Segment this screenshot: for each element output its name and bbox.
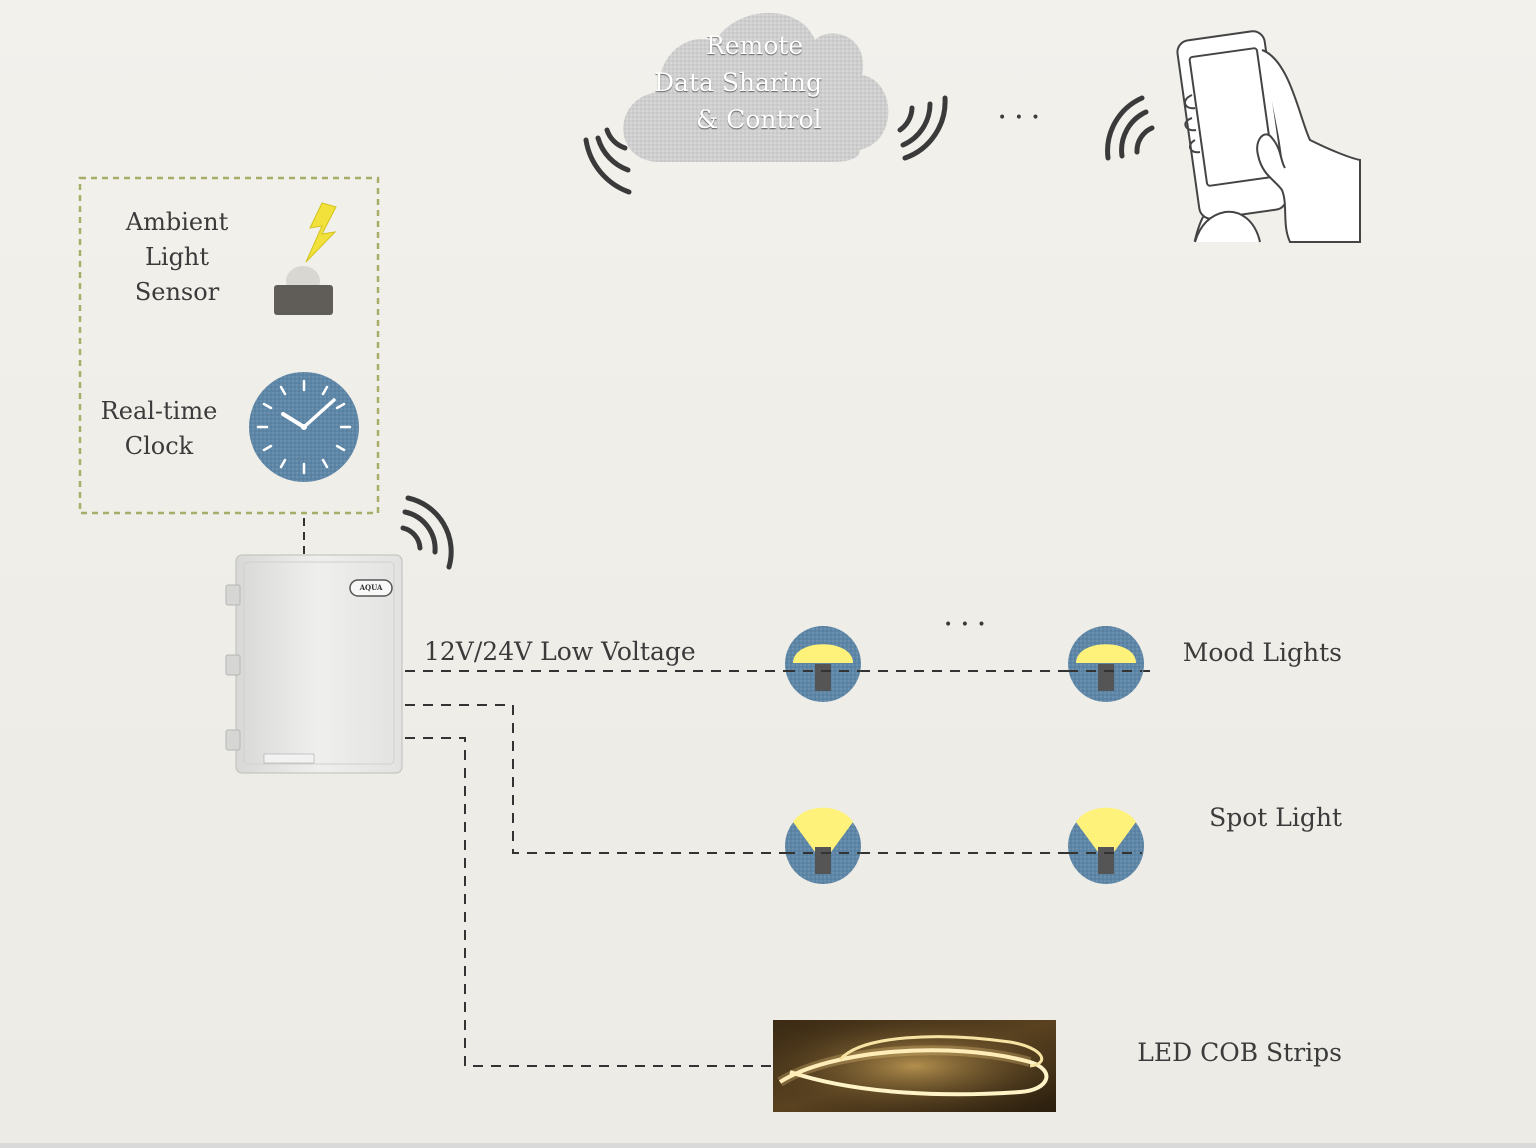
ambient-label-line1: Ambient xyxy=(125,208,229,236)
real-time-clock-label: Real-time Clock xyxy=(94,394,224,464)
cloud-label-line2: Data Sharing xyxy=(654,68,823,97)
mood-light-icon xyxy=(1068,626,1144,702)
clock-label-line2: Clock xyxy=(124,432,194,460)
cloud-label-line3: & Control xyxy=(696,105,822,134)
led-strip-icon xyxy=(773,1020,1056,1112)
voltage-label: 12V/24V Low Voltage xyxy=(424,637,696,666)
ellipsis-top: • • • xyxy=(998,110,1042,126)
wifi-waves-icon xyxy=(1105,95,1155,161)
clock-label-line1: Real-time xyxy=(100,397,218,425)
sensor-group-box xyxy=(78,176,380,515)
ambient-light-sensor-label: Ambient Light Sensor xyxy=(112,205,242,310)
clock-icon xyxy=(249,372,359,482)
ambient-label-line2: Light xyxy=(144,243,210,271)
smartphone-hand-icon xyxy=(1176,30,1361,243)
ellipsis-mood: • • • xyxy=(944,617,988,633)
ambient-label-line3: Sensor xyxy=(134,278,220,306)
wifi-waves-icon xyxy=(897,95,948,161)
spot-light-icon xyxy=(785,807,861,884)
spot-light-label: Spot Light xyxy=(1209,803,1342,832)
wifi-waves-icon xyxy=(583,127,632,195)
spot-light-icon xyxy=(1068,807,1144,884)
controller-box xyxy=(225,554,403,774)
bottom-divider xyxy=(0,1143,1536,1148)
lightning-icon xyxy=(305,202,337,263)
led-cob-strips-label: LED COB Strips xyxy=(1137,1038,1342,1067)
controller-badge: AQUA xyxy=(359,583,383,592)
wifi-waves-icon xyxy=(400,495,454,570)
cloud-label-line1: Remote xyxy=(706,31,804,60)
mood-light-icon xyxy=(785,626,861,702)
mood-lights-label: Mood Lights xyxy=(1182,638,1342,667)
light-sensor-icon xyxy=(274,266,333,315)
cloud-icon xyxy=(623,12,889,162)
